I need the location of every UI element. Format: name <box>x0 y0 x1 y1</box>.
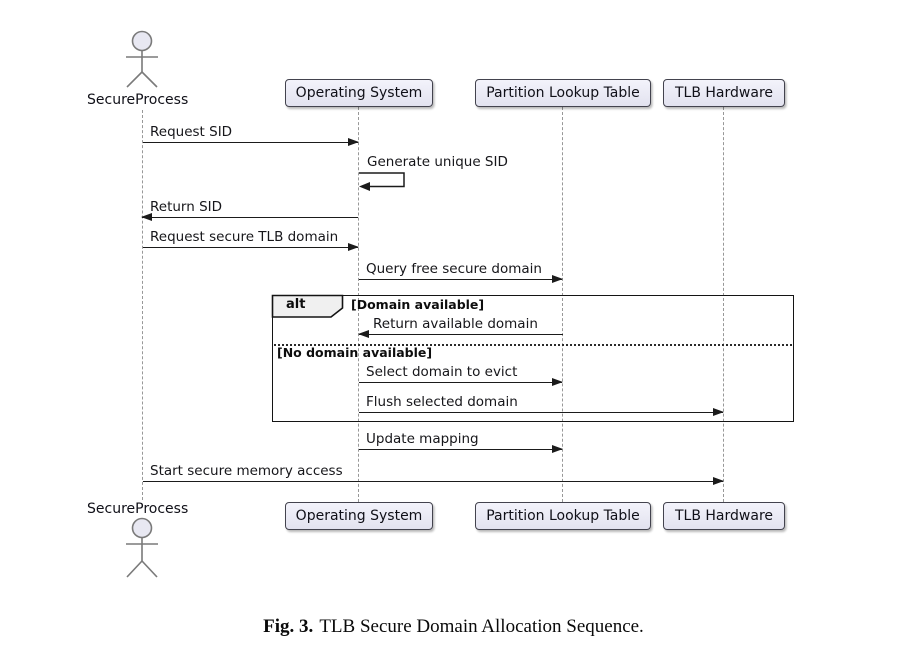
message-label: Generate unique SID <box>367 154 508 170</box>
message-arrow-return-sid <box>141 212 358 221</box>
figure-caption-number: Fig. 3. <box>263 616 314 637</box>
participant-tlb-hardware-bottom: TLB Hardware <box>663 502 785 530</box>
message-arrow-select-evict <box>359 377 563 386</box>
participant-operating-system-top: Operating System <box>285 79 433 107</box>
message-label: Update mapping <box>366 431 479 447</box>
lifeline-tlb-hardware <box>723 107 724 502</box>
alt-operator-pentagon <box>271 294 344 318</box>
lifeline-operating-system <box>358 107 359 502</box>
message-arrow-request-domain <box>143 242 359 251</box>
alt-operator-label: alt <box>286 297 306 312</box>
message-arrow-flush-domain <box>359 407 724 416</box>
message-arrow-self-generate-sid <box>359 172 405 191</box>
message-arrow-query-domain <box>359 274 563 283</box>
message-label: Return available domain <box>373 316 538 332</box>
lifeline-secureprocess <box>142 110 143 500</box>
message-label: Return SID <box>150 199 223 215</box>
message-label: Select domain to evict <box>366 364 518 380</box>
actor-icon <box>126 30 158 88</box>
message-label: Start secure memory access <box>150 463 343 479</box>
message-label: Query free secure domain <box>366 261 542 277</box>
participant-tlb-hardware-top: TLB Hardware <box>663 79 785 107</box>
participant-operating-system-bottom: Operating System <box>285 502 433 530</box>
message-label: Request SID <box>150 124 233 140</box>
message-label: Request secure TLB domain <box>150 229 339 245</box>
message-arrow-update-mapping <box>359 444 563 453</box>
actor-icon <box>126 517 158 578</box>
lifeline-partition-lookup-table <box>562 107 563 502</box>
message-arrow-request-sid <box>143 137 359 146</box>
guard-no-domain-available: [No domain available] <box>277 345 433 360</box>
participant-partition-lookup-table-top: Partition Lookup Table <box>475 79 651 107</box>
actor-label-bottom: SecureProcess <box>87 501 189 517</box>
figure-caption-text: TLB Secure Domain Allocation Sequence. <box>319 616 644 637</box>
alt-divider <box>274 344 792 346</box>
message-label: Flush selected domain <box>366 394 518 410</box>
message-arrow-return-available-domain <box>358 329 563 338</box>
participant-partition-lookup-table-bottom: Partition Lookup Table <box>475 502 651 530</box>
alt-fragment-frame <box>272 295 794 422</box>
message-arrow-start-memory-access <box>143 476 724 485</box>
guard-domain-available: [Domain available] <box>351 297 485 312</box>
figure-caption: Fig. 3.TLB Secure Domain Allocation Sequ… <box>0 616 907 638</box>
actor-label-top: SecureProcess <box>87 92 189 108</box>
